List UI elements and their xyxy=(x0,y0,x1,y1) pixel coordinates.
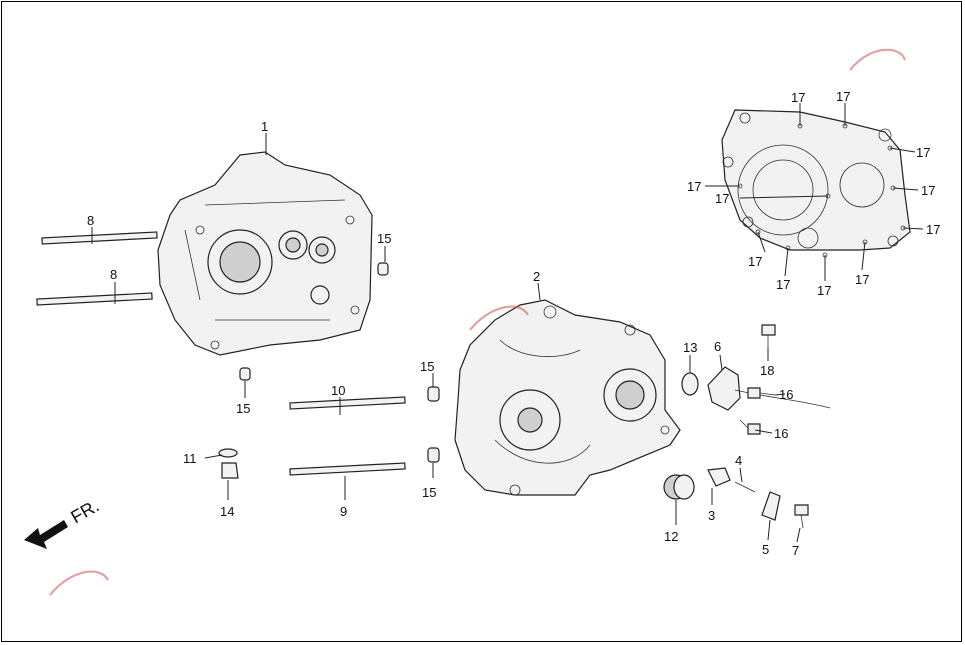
callout-2: 2 xyxy=(533,269,540,284)
callout-11: 11 xyxy=(183,451,197,466)
callout-18: 18 xyxy=(760,363,774,378)
front-direction-arrow xyxy=(24,520,68,549)
direction-label: FR. xyxy=(67,496,102,528)
callout-3: 3 xyxy=(708,508,715,523)
callout-16-b: 16 xyxy=(774,426,788,441)
callout-17-i: 17 xyxy=(776,277,790,292)
dowel-pins xyxy=(239,262,440,463)
small-parts xyxy=(218,324,831,529)
right-crankcase-half xyxy=(454,299,681,496)
callout-6: 6 xyxy=(714,339,721,354)
crankcase-gasket xyxy=(721,109,911,258)
callout-15-d: 15 xyxy=(422,485,436,500)
callout-1: 1 xyxy=(261,119,268,134)
callout-16-a: 16 xyxy=(779,387,793,402)
callout-17-d: 17 xyxy=(687,179,701,194)
callout-17-f: 17 xyxy=(921,183,935,198)
callout-7: 7 xyxy=(792,543,799,558)
callout-13: 13 xyxy=(683,340,697,355)
callout-17-e: 17 xyxy=(715,191,729,206)
callout-4: 4 xyxy=(735,453,742,468)
callout-12: 12 xyxy=(664,529,678,544)
callout-10: 10 xyxy=(331,383,345,398)
callout-17-j: 17 xyxy=(817,283,831,298)
callout-17-k: 17 xyxy=(855,272,869,287)
callout-17-h: 17 xyxy=(748,254,762,269)
callout-8-upper: 8 xyxy=(87,213,94,228)
callout-labels: 1 2 3 4 5 6 7 8 8 9 10 11 12 13 14 15 15… xyxy=(87,89,940,558)
left-crankcase-half xyxy=(157,151,373,356)
callout-17-a: 17 xyxy=(791,90,805,105)
callout-17-b: 17 xyxy=(836,89,850,104)
callout-17-c: 17 xyxy=(916,145,930,160)
callout-5: 5 xyxy=(762,542,769,557)
callout-15-c: 15 xyxy=(420,359,434,374)
callout-15-b: 15 xyxy=(236,401,250,416)
stud-bolts xyxy=(36,231,406,476)
callout-9: 9 xyxy=(340,504,347,519)
watermark-logo xyxy=(49,48,906,596)
callout-15-a: 15 xyxy=(377,231,391,246)
callout-14: 14 xyxy=(220,504,234,519)
leader-lines xyxy=(91,103,924,543)
callout-8-lower: 8 xyxy=(110,267,117,282)
callout-17-g: 17 xyxy=(926,222,940,237)
